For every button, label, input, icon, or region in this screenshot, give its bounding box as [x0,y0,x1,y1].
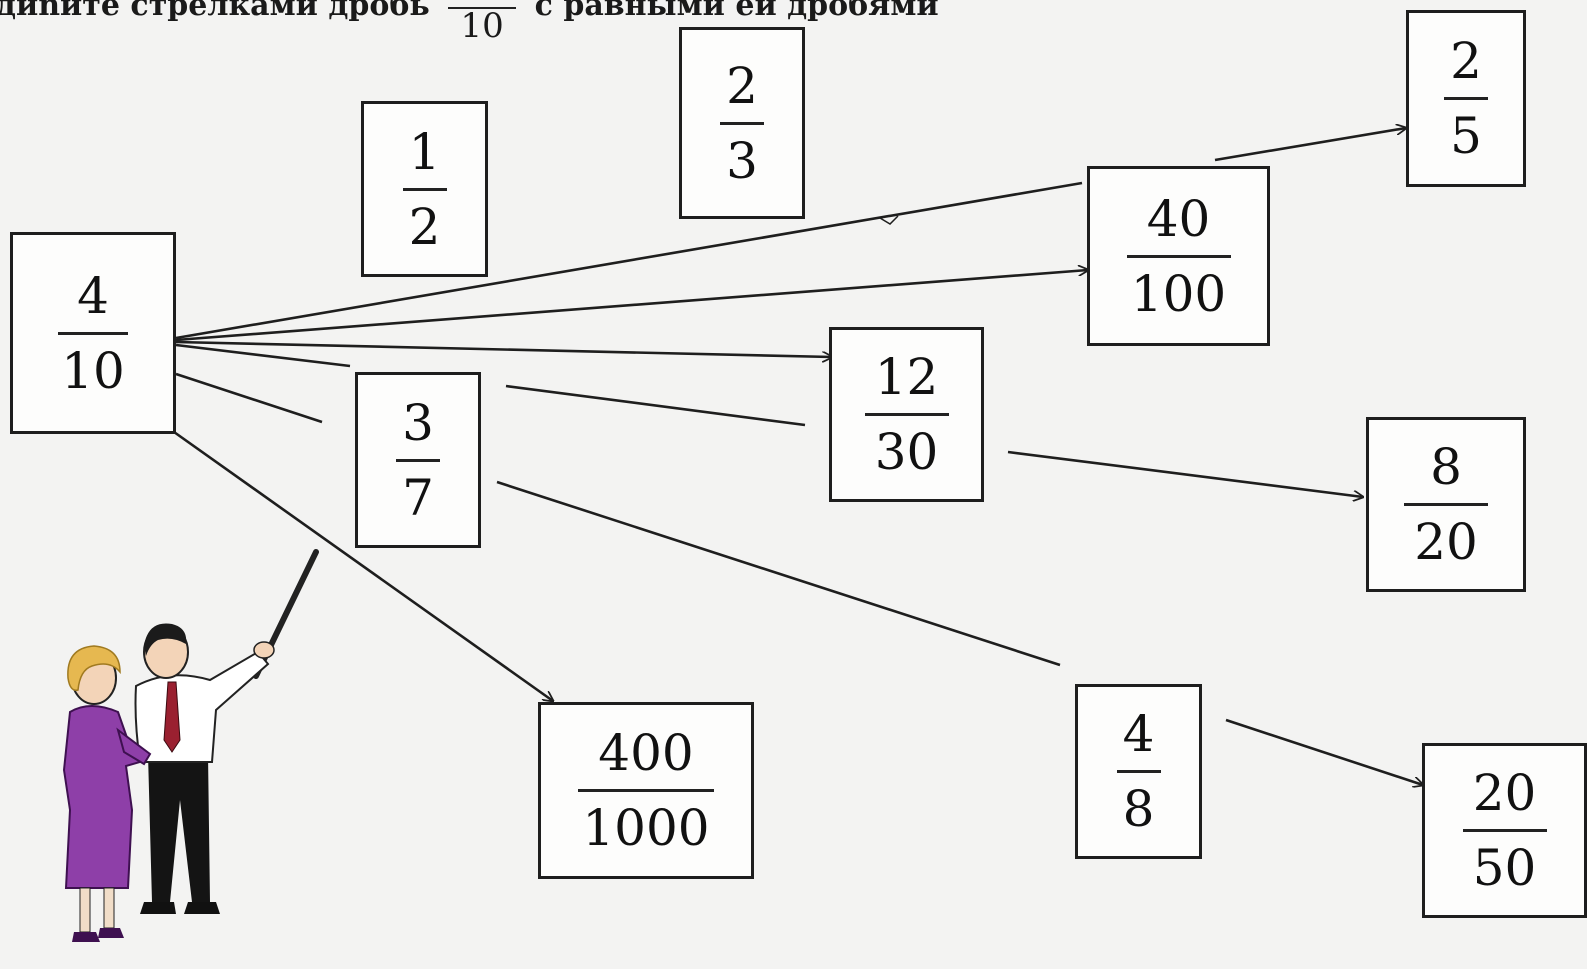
stroke-3-7-to-4-8 [496,480,1061,667]
stroke-3-7-to-12-30 [505,384,806,427]
denominator: 8 [1122,780,1155,838]
fraction: 1 2 [402,122,447,256]
fraction: 8 20 [1404,439,1488,570]
fraction: 20 50 [1462,764,1547,897]
fraction: 4 10 [58,268,128,399]
denominator: 3 [726,131,758,190]
numerator: 20 [1472,764,1537,822]
stroke-toward-3-7-a [175,343,351,368]
woman-figure [62,645,152,942]
fraction-bar [1462,829,1547,832]
numerator: 12 [874,348,939,406]
numerator: 4 [77,266,109,325]
instruction-heading: диnите стрелками дробь 10 с равными ей д… [0,0,939,46]
numerator: 4 [1122,705,1155,763]
numerator: 400 [598,724,694,782]
fraction: 12 30 [864,348,949,481]
numerator: 40 [1146,189,1211,248]
arrow-to-40-100-upper [175,181,1083,340]
arrow-to-40-100 [175,270,1088,342]
denominator: 7 [402,468,434,527]
numerator: 2 [1450,32,1482,90]
instruction-fraction-bar [448,7,517,9]
denominator: 1000 [582,799,710,857]
card-8-20[interactable]: 8 20 [1366,417,1526,592]
numerator: 2 [726,56,758,115]
instruction-text-before: диnите стрелками дробь [0,0,430,23]
denominator: 30 [874,423,939,481]
arrow-to-12-30 [175,340,832,357]
fraction: 2 3 [720,58,764,189]
arrow-to-400-1000 [173,430,553,701]
fraction: 400 1000 [578,725,714,856]
card-20-50[interactable]: 20 50 [1422,743,1587,918]
fraction-bar [1444,97,1488,100]
stray-mark [879,215,899,225]
denominator: 100 [1130,264,1227,323]
card-40-100[interactable]: 40 100 [1087,166,1270,346]
fraction: 4 8 [1116,705,1161,838]
man-figure [134,623,275,914]
stroke-toward-3-7-b [175,372,323,424]
fraction: 3 7 [396,395,440,526]
arrow-to-20-50 [1225,718,1423,785]
fraction: 2 5 [1444,33,1488,164]
instruction-fraction: 10 [448,0,517,66]
card-4-8[interactable]: 4 8 [1075,684,1202,859]
card-2-3[interactable]: 2 3 [679,27,805,219]
fraction-bar [720,121,764,125]
card-3-7[interactable]: 3 7 [355,372,481,548]
fraction-bar [864,413,949,416]
card-12-30[interactable]: 12 30 [829,327,984,502]
numerator: 1 [408,122,441,181]
arrow-to-2-5 [1214,128,1406,162]
card-1-2[interactable]: 1 2 [361,101,488,277]
fraction-bar [578,789,714,792]
numerator: 8 [1430,438,1462,496]
fraction-bar [1126,254,1231,258]
fraction-bar [1116,770,1161,773]
instruction-fraction-denominator: 10 [460,6,504,46]
fraction-bar [1404,503,1488,506]
denominator: 20 [1414,513,1478,571]
denominator: 50 [1472,839,1537,897]
denominator: 5 [1450,107,1482,165]
arrow-to-8-20 [1007,450,1363,497]
denominator: 2 [408,197,441,256]
fraction-bar [58,331,128,335]
numerator: 3 [402,393,434,452]
denominator: 10 [61,341,125,400]
teachers-illustration [62,549,319,942]
fraction-bar [402,187,447,191]
fraction-bar [396,458,440,462]
fraction: 40 100 [1126,189,1231,323]
card-2-5[interactable]: 2 5 [1406,10,1526,187]
card-source-4-10[interactable]: 4 10 [10,232,176,434]
card-400-1000[interactable]: 400 1000 [538,702,754,879]
instruction-text-after: с равными ей дробями [534,0,939,23]
